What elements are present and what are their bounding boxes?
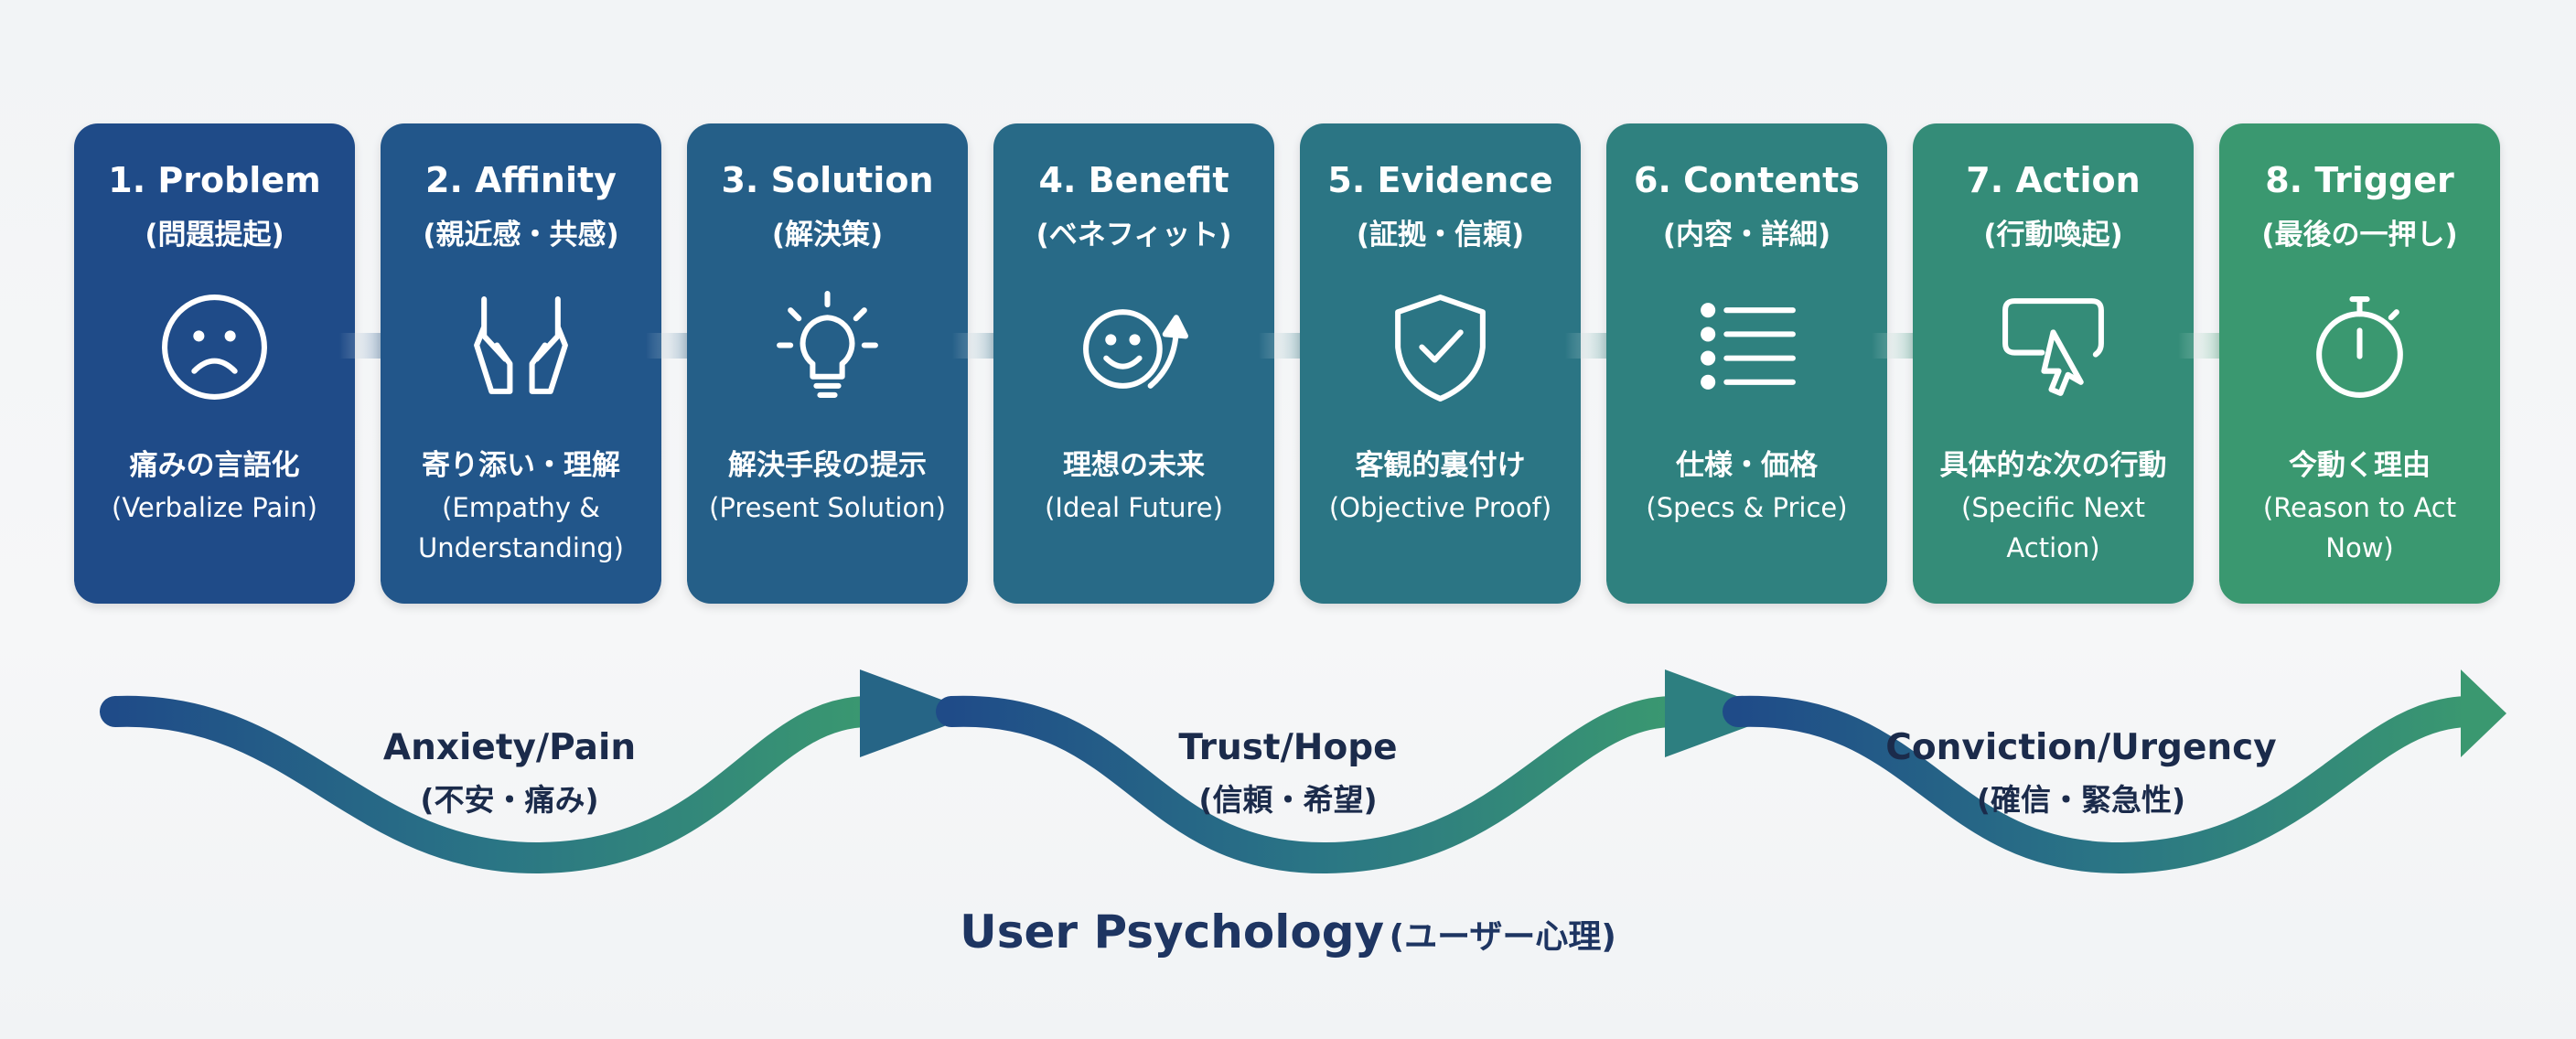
step-title: 7. Action bbox=[1966, 160, 2141, 200]
title-jp: (ユーザー心理) bbox=[1389, 918, 1616, 956]
label-jp: (不安・痛み) bbox=[420, 782, 599, 818]
arrowhead-icon bbox=[2461, 669, 2506, 757]
step-description-jp: 痛みの言語化 bbox=[129, 449, 300, 482]
step-description-jp: 理想の未来 bbox=[1063, 449, 1205, 482]
step-subtitle: (ベネフィット) bbox=[1036, 219, 1232, 252]
step-title: 6. Contents bbox=[1634, 160, 1860, 200]
label-name: Conviction/Urgency bbox=[1885, 727, 2277, 768]
label-name: Trust/Hope bbox=[1178, 727, 1398, 768]
step-card-8: 8. Trigger (最後の一押し) 今動く理由 (Reason to Act… bbox=[2219, 123, 2500, 604]
step-subtitle: (問題提起) bbox=[145, 219, 284, 252]
step-subtitle: (内容・詳細) bbox=[1662, 219, 1831, 252]
step-title: 2. Affinity bbox=[425, 160, 617, 200]
step-title: 5. Evidence bbox=[1327, 160, 1553, 200]
step-title: 8. Trigger bbox=[2265, 160, 2454, 200]
step-description-jp: 具体的な次の行動 bbox=[1939, 449, 2167, 482]
stopwatch-icon bbox=[2316, 296, 2403, 398]
shield-check-icon bbox=[1395, 295, 1486, 402]
step-subtitle: (最後の一押し) bbox=[2261, 219, 2458, 252]
footer-title: User Psychology (ユーザー心理) bbox=[0, 905, 2576, 959]
label-name: Anxiety/Pain bbox=[382, 727, 637, 768]
step-description-en: (Empathy & Understanding) bbox=[418, 492, 624, 563]
lightbulb-icon bbox=[777, 291, 878, 398]
list-icon bbox=[1701, 303, 1796, 390]
psychology-label-3: Conviction/Urgency (確信・緊急性) bbox=[1852, 727, 2310, 819]
label-jp: (信頼・希望) bbox=[1198, 782, 1378, 818]
step-description-en: (Specific Next Action) bbox=[1961, 492, 2145, 563]
step-description-jp: 寄り添い・理解 bbox=[422, 449, 620, 482]
step-card-4: 4. Benefit (ベネフィット) 理想の未来 (Ideal Future) bbox=[993, 123, 1274, 604]
sad-face-icon bbox=[162, 295, 267, 400]
step-description-en: (Present Solution) bbox=[709, 492, 946, 523]
psychology-label-1: Anxiety/Pain (不安・痛み) bbox=[281, 727, 738, 819]
step-description-en: (Ideal Future) bbox=[1045, 492, 1223, 523]
step-description-en: (Objective Proof) bbox=[1328, 492, 1552, 523]
step-description-jp: 解決手段の提示 bbox=[728, 449, 927, 482]
label-jp: (確信・緊急性) bbox=[1976, 782, 2186, 818]
psychology-label-2: Trust/Hope (信頼・希望) bbox=[1059, 727, 1517, 819]
step-card-1: 1. Problem (問題提起) 痛みの言語化 (Verbalize Pain… bbox=[74, 123, 355, 604]
title-en: User Psychology bbox=[960, 905, 1385, 959]
step-description-jp: 客観的裏付け bbox=[1355, 449, 1526, 482]
step-card-6: 6. Contents (内容・詳細) 仕様・価格 (Specs & Price… bbox=[1606, 123, 1887, 604]
step-card-2: 2. Affinity (親近感・共感) 寄り添い・理解 (Empathy & … bbox=[381, 123, 661, 604]
step-subtitle: (行動喚起) bbox=[1983, 219, 2123, 252]
step-card-3: 3. Solution (解決策) 解決手段の提示 (Present Solut… bbox=[687, 123, 968, 604]
step-description-en: (Verbalize Pain) bbox=[112, 492, 317, 523]
step-description-jp: 今動く理由 bbox=[2289, 449, 2431, 482]
arrowhead-icon bbox=[860, 669, 979, 757]
step-title: 4. Benefit bbox=[1038, 160, 1229, 200]
step-description-jp: 仕様・価格 bbox=[1676, 449, 1818, 482]
step-title: 1. Problem bbox=[108, 160, 321, 200]
arrowhead-icon bbox=[1665, 669, 1784, 757]
step-description-en: (Reason to Act Now) bbox=[2262, 492, 2457, 563]
open-hands-icon bbox=[474, 296, 568, 394]
step-title: 3. Solution bbox=[721, 160, 934, 200]
step-subtitle: (親近感・共感) bbox=[423, 219, 619, 252]
smile-arrow-icon bbox=[1083, 309, 1188, 389]
step-subtitle: (解決策) bbox=[771, 219, 884, 252]
click-cursor-icon bbox=[2002, 298, 2104, 396]
step-card-5: 5. Evidence (証拠・信頼) 客観的裏付け (Objective Pr… bbox=[1300, 123, 1581, 604]
step-subtitle: (証拠・信頼) bbox=[1356, 219, 1525, 252]
step-card-7: 7. Action (行動喚起) 具体的な次の行動 (Specific Next… bbox=[1913, 123, 2194, 604]
step-description-en: (Specs & Price) bbox=[1646, 492, 1848, 523]
